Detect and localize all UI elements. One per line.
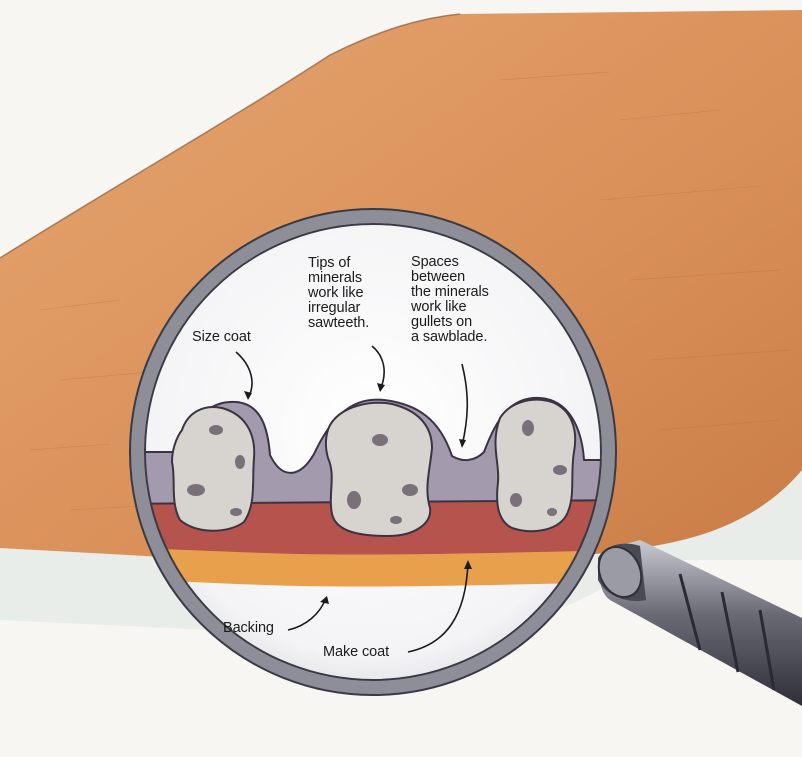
label-backing: Backing	[223, 621, 274, 636]
mineral-3	[495, 400, 575, 531]
mineral-2	[326, 403, 432, 536]
label-spaces-between-minerals: Spaces between the minerals work like gu…	[411, 255, 489, 345]
label-tips-of-minerals: Tips of minerals work like irregular saw…	[308, 256, 369, 331]
label-make-coat: Make coat	[323, 645, 389, 660]
label-size-coat: Size coat	[192, 330, 251, 345]
magnifier-handle	[591, 540, 802, 706]
